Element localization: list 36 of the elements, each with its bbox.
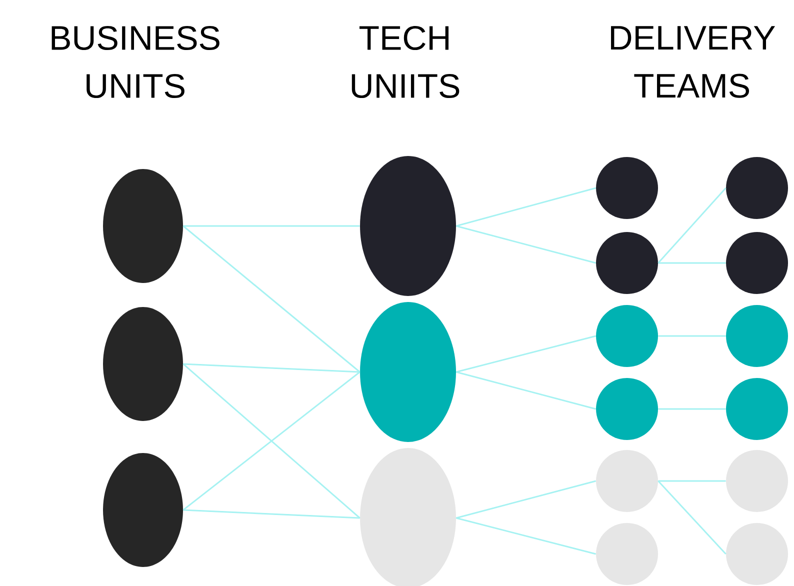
connector-line <box>658 408 726 410</box>
oval-node <box>103 453 183 567</box>
circle-node <box>596 232 658 294</box>
connector-line <box>182 225 360 373</box>
oval-node <box>360 302 456 442</box>
column-heading: BUSINESS UNITS <box>52 26 220 98</box>
connector-line <box>658 188 726 264</box>
circle-node <box>726 450 788 512</box>
circle-node <box>726 157 788 219</box>
column-heading: TECH UNIITS <box>352 26 460 98</box>
connector-line <box>658 262 726 264</box>
circle-node <box>726 378 788 440</box>
circle-node <box>596 157 658 219</box>
column-heading: DELIVERY TEAMS <box>611 26 776 98</box>
circle-node <box>596 450 658 512</box>
connector-line <box>658 480 726 554</box>
connector-line <box>456 187 596 227</box>
circle-node <box>596 378 658 440</box>
connector-line <box>658 335 726 337</box>
oval-node <box>103 169 183 283</box>
connector-line <box>183 225 360 227</box>
circle-node <box>726 232 788 294</box>
circle-node <box>726 523 788 585</box>
connector-line <box>183 509 360 519</box>
connector-line <box>456 225 596 264</box>
connector-line <box>456 335 596 373</box>
circle-node <box>726 305 788 367</box>
oval-node <box>103 307 183 421</box>
circle-node <box>596 305 658 367</box>
connector-line <box>183 363 360 373</box>
circle-node <box>596 523 658 585</box>
connector-line <box>456 517 596 555</box>
connector-line <box>456 480 596 519</box>
connector-line <box>456 371 596 410</box>
connector-line <box>658 480 726 482</box>
oval-node <box>360 156 456 296</box>
